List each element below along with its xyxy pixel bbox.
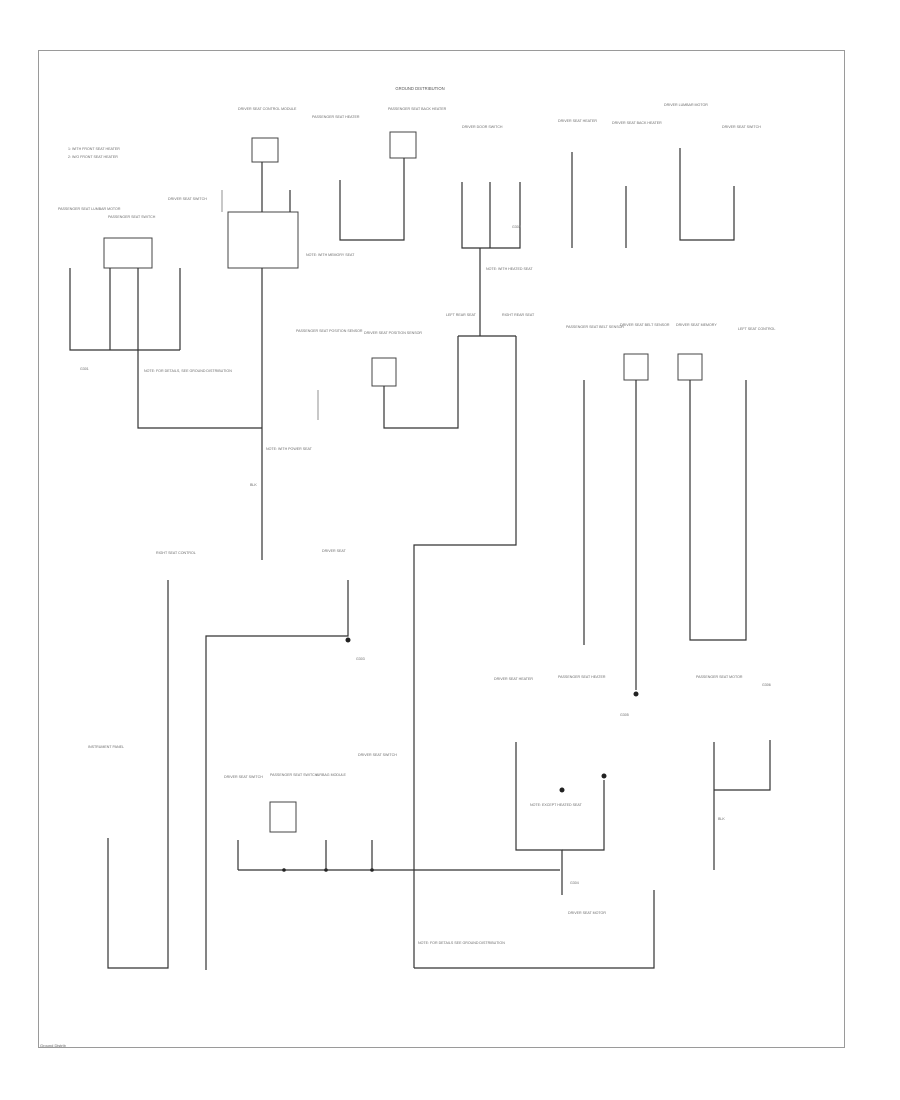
ground-wire bbox=[562, 780, 605, 851]
ground-label: G303 bbox=[356, 657, 365, 661]
component-label: LEFT SEAT CONTROL bbox=[738, 327, 775, 331]
component-label: LEFT REAR SEAT bbox=[446, 313, 477, 317]
ground-label: G305 bbox=[620, 713, 629, 717]
component-label: DRIVER SEAT SWITCH bbox=[168, 197, 207, 201]
legend-item-2: 2: W/O FRONT SEAT HEATER bbox=[68, 155, 118, 159]
component-label: DRIVER SEAT SWITCH bbox=[722, 125, 761, 129]
ground-label: G302 bbox=[512, 225, 521, 229]
connector-block bbox=[623, 353, 649, 381]
component-label: DRIVER SEAT MEMORY bbox=[676, 323, 717, 327]
component-label: DRIVER SEAT BELT SENSOR bbox=[620, 323, 670, 327]
wire-label: BLK bbox=[250, 483, 257, 487]
ground-wire bbox=[383, 336, 459, 429]
component-label: PASSENGER SEAT HEATER bbox=[558, 675, 606, 679]
ground-wire bbox=[137, 268, 262, 429]
legend-item-1: 1: WITH FRONT SEAT HEATER bbox=[68, 147, 120, 151]
component-label: DRIVER SEAT bbox=[322, 549, 347, 553]
component-label: DRIVER SEAT HEATER bbox=[558, 119, 597, 123]
diagram-title: GROUND DISTRIBUTION bbox=[395, 86, 444, 91]
ground-wire bbox=[205, 580, 349, 970]
connector-block bbox=[251, 137, 279, 163]
connector-block bbox=[677, 353, 703, 381]
splice-point bbox=[282, 868, 286, 872]
ground-wire bbox=[414, 890, 655, 969]
ground-point bbox=[601, 773, 607, 779]
component-label: INSTRUMENT PANEL bbox=[88, 745, 124, 749]
ground-point bbox=[559, 787, 565, 793]
component-label: PASSENGER SEAT POSITION SENSOR bbox=[296, 329, 363, 333]
wire-label: BLK bbox=[718, 817, 725, 821]
component-label: DRIVER SEAT MOTOR bbox=[568, 911, 606, 915]
ground-wire bbox=[69, 268, 180, 351]
component-label: DRIVER SEAT SWITCH bbox=[358, 753, 397, 757]
ground-wire bbox=[714, 740, 771, 791]
diagram-frame bbox=[38, 50, 845, 1048]
component-label: PASSENGER SEAT HEATER bbox=[312, 115, 360, 119]
note-label: NOTE: WITH HEATED SEAT bbox=[486, 267, 533, 271]
component-label: PASSENGER SEAT MOTOR bbox=[696, 675, 743, 679]
note-label: NOTE: FOR DETAILS SEE GROUND DISTRIBUTIO… bbox=[418, 941, 505, 945]
component-label: PASSENGER SEAT SWITCH bbox=[108, 215, 156, 219]
ground-point bbox=[633, 691, 639, 697]
note-label: NOTE: WITH POWER SEAT bbox=[266, 447, 313, 451]
ground-wire bbox=[413, 336, 517, 968]
ground-wire bbox=[339, 158, 405, 241]
ground-label: G304 bbox=[570, 881, 579, 885]
connector-block bbox=[269, 801, 297, 833]
ground-wire bbox=[461, 182, 521, 249]
component-label: DRIVER SEAT BACK HEATER bbox=[612, 121, 662, 125]
component-label: RIGHT SEAT CONTROL bbox=[156, 551, 196, 555]
page-footer: Ground Distrib bbox=[40, 1043, 66, 1048]
ground-label: G301 bbox=[80, 367, 89, 371]
component-label: DRIVER SEAT HEATER bbox=[494, 677, 533, 681]
component-label: PASSENGER SEAT BACK HEATER bbox=[388, 107, 447, 111]
ground-wire bbox=[515, 742, 563, 895]
ground-wire bbox=[689, 380, 747, 641]
component-label: DRIVER LUMBAR MOTOR bbox=[664, 103, 708, 107]
component-label: DRIVER SEAT POSITION SENSOR bbox=[364, 331, 422, 335]
ground-point bbox=[345, 637, 351, 643]
note-label: NOTE: EXCEPT HEATED SEAT bbox=[530, 803, 583, 807]
component-label: DRIVER DOOR SWITCH bbox=[462, 125, 503, 129]
component-label: RIGHT REAR SEAT bbox=[502, 313, 535, 317]
note-label: NOTE: WITH MEMORY SEAT bbox=[306, 253, 355, 257]
note-label: NOTE: FOR DETAILS, SEE GROUND DISTRIBUTI… bbox=[144, 369, 232, 373]
connector-block bbox=[389, 131, 417, 159]
component-label: DRIVER SEAT CONTROL MODULE bbox=[238, 107, 297, 111]
component-label: PASSENGER SEAT SWITCH bbox=[270, 773, 318, 777]
control-module-box bbox=[227, 211, 299, 269]
component-label: G306 bbox=[762, 683, 771, 687]
component-label: PASSENGER SEAT LUMBAR MOTOR bbox=[58, 207, 121, 211]
component-label: AIRBAG MODULE bbox=[316, 773, 347, 777]
ground-wire bbox=[679, 148, 735, 241]
connector-block bbox=[371, 357, 397, 387]
component-label: DRIVER SEAT SWITCH bbox=[224, 775, 263, 779]
component-label: PASSENGER SEAT BELT SENSOR bbox=[566, 325, 624, 329]
connector-block bbox=[103, 237, 153, 269]
ground-wire bbox=[107, 580, 169, 969]
